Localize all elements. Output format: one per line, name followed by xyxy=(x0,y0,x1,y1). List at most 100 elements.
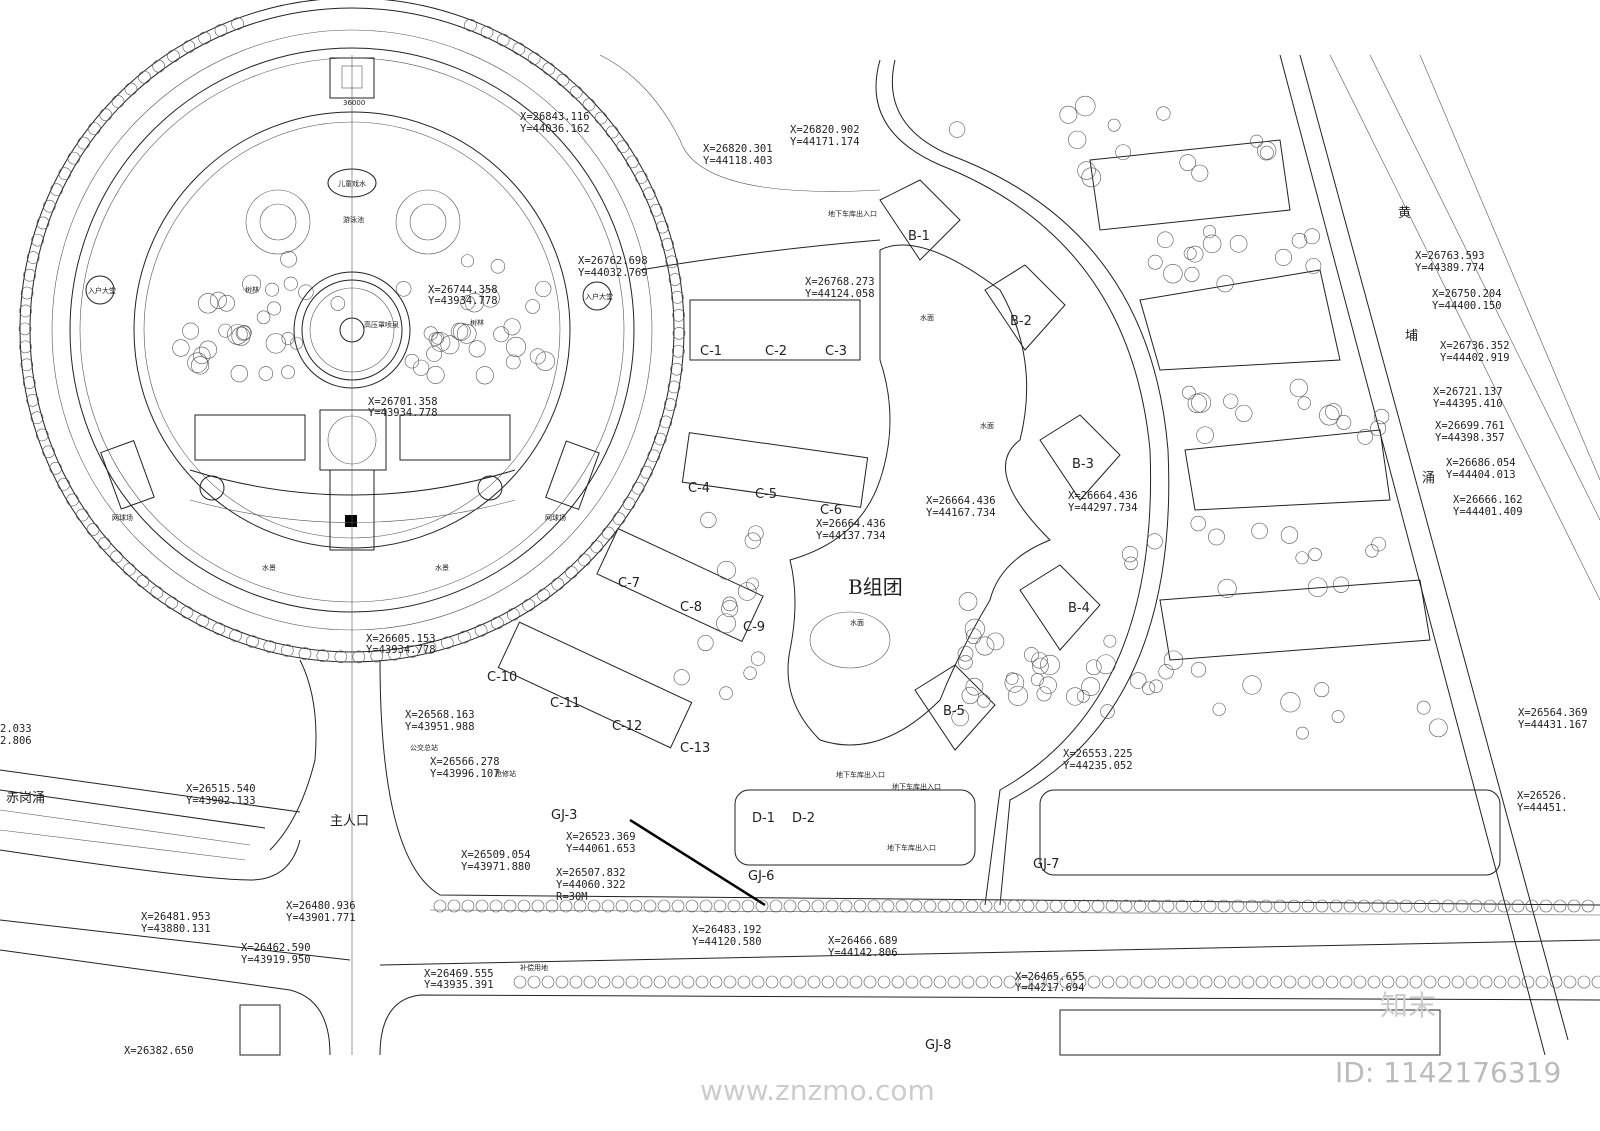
svg-text:2.806: 2.806 xyxy=(0,735,32,747)
tree-icon xyxy=(503,318,521,336)
svg-text:X=26382.650: X=26382.650 xyxy=(124,1045,194,1057)
tree-icon xyxy=(1196,426,1214,444)
tree-icon xyxy=(601,899,615,913)
tree-icon xyxy=(1101,975,1115,989)
building-b-3: B-3 xyxy=(1072,457,1094,472)
tree-icon xyxy=(1483,899,1497,913)
svg-text:Y=44171.174: Y=44171.174 xyxy=(790,136,860,148)
svg-text:Y=44060.322: Y=44060.322 xyxy=(556,879,626,891)
svg-text:Y=44137.734: Y=44137.734 xyxy=(816,530,886,542)
svg-text:X=26564.369: X=26564.369 xyxy=(1518,707,1588,719)
tree-icon xyxy=(721,600,739,618)
svg-text:X=26526.: X=26526. xyxy=(1517,790,1568,802)
tree-icon xyxy=(527,975,541,989)
tree-icon xyxy=(370,649,384,663)
building-b-2: B-2 xyxy=(1010,314,1032,329)
tree-icon xyxy=(298,647,312,660)
tree-icon xyxy=(122,563,136,576)
tree-icon xyxy=(556,73,570,87)
tree-icon xyxy=(1469,899,1483,913)
tree-icon xyxy=(1007,899,1021,913)
tree-icon xyxy=(1227,975,1241,989)
tree-icon xyxy=(1141,681,1156,695)
tree-icon xyxy=(527,52,541,65)
tree-icon xyxy=(1280,692,1301,713)
tree-icon xyxy=(993,899,1007,913)
tree-icon xyxy=(1039,654,1060,675)
tree-icon xyxy=(672,308,685,322)
tree-icon xyxy=(909,899,923,913)
tree-icon xyxy=(1163,264,1183,284)
lobby-right-label: 入户大堂 xyxy=(585,292,613,301)
tree-icon xyxy=(503,899,517,913)
tree-icon xyxy=(626,155,639,169)
tree-icon xyxy=(1216,275,1234,293)
tree-icon xyxy=(426,366,445,384)
tree-icon xyxy=(1217,578,1237,598)
svg-text:Y=44142.806: Y=44142.806 xyxy=(828,947,898,959)
tree-icon xyxy=(667,380,681,394)
tree-icon xyxy=(1105,899,1119,913)
svg-text:Y=44124.058: Y=44124.058 xyxy=(805,288,875,300)
tree-icon xyxy=(298,284,314,300)
building-c-11: C-11 xyxy=(550,696,580,711)
tree-icon xyxy=(1274,248,1292,266)
tree-icon xyxy=(537,588,550,602)
tree-icon xyxy=(1250,134,1264,148)
building-gj-7: GJ-7 xyxy=(1033,857,1059,872)
tree-icon xyxy=(629,899,643,913)
tree-icon xyxy=(741,899,755,913)
tree-icon xyxy=(1103,634,1117,648)
tree-icon xyxy=(456,324,477,344)
tree-icon xyxy=(1465,975,1479,989)
tree-icon xyxy=(67,151,81,165)
tree-icon xyxy=(1273,899,1287,913)
building-gj-3: GJ-3 xyxy=(551,808,577,823)
svg-text:Y=44036.162: Y=44036.162 xyxy=(520,123,590,135)
svg-text:X=26768.273: X=26768.273 xyxy=(805,276,875,288)
tree-icon xyxy=(821,975,835,989)
tree-icon xyxy=(863,975,877,989)
tree-icon xyxy=(1203,899,1217,913)
tree-icon xyxy=(480,25,494,39)
tree-icon xyxy=(1066,687,1085,706)
tree-icon xyxy=(1295,551,1309,565)
tree-icon xyxy=(1331,710,1345,723)
creek-label: 赤岗涌 xyxy=(6,791,45,806)
tree-icon xyxy=(36,216,50,230)
tree-icon xyxy=(737,975,751,989)
tree-icon xyxy=(656,220,669,234)
svg-text:X=26666.162: X=26666.162 xyxy=(1453,494,1523,506)
tree-icon xyxy=(98,537,111,550)
tree-icon xyxy=(1081,677,1101,697)
tree-icon xyxy=(1186,245,1204,263)
woods-left-label: 树林 xyxy=(245,285,259,294)
tree-icon xyxy=(569,975,583,989)
tree-icon xyxy=(388,647,401,661)
tree-icon xyxy=(631,481,645,495)
svg-text:X=26566.278: X=26566.278 xyxy=(430,756,500,768)
tree-icon xyxy=(1004,673,1025,693)
tree-icon xyxy=(430,332,451,352)
tree-icon xyxy=(535,280,552,298)
svg-text:Y=43996.107: Y=43996.107 xyxy=(430,768,500,780)
river-label-1: 黄 xyxy=(1398,206,1411,221)
tree-icon xyxy=(681,975,695,989)
tree-icon xyxy=(316,649,330,662)
tree-icon xyxy=(606,125,619,139)
tree-icon xyxy=(923,899,937,913)
tree-icon xyxy=(1202,234,1222,254)
tree-icon xyxy=(685,899,699,913)
tree-icon xyxy=(1157,231,1174,249)
repair-station-label: 抢修站 xyxy=(495,769,516,778)
tree-icon xyxy=(1325,975,1339,989)
svg-text:Y=44431.167: Y=44431.167 xyxy=(1518,719,1588,731)
tree-icon xyxy=(1539,899,1553,913)
tree-icon xyxy=(18,322,32,336)
tree-icon xyxy=(1119,899,1133,913)
